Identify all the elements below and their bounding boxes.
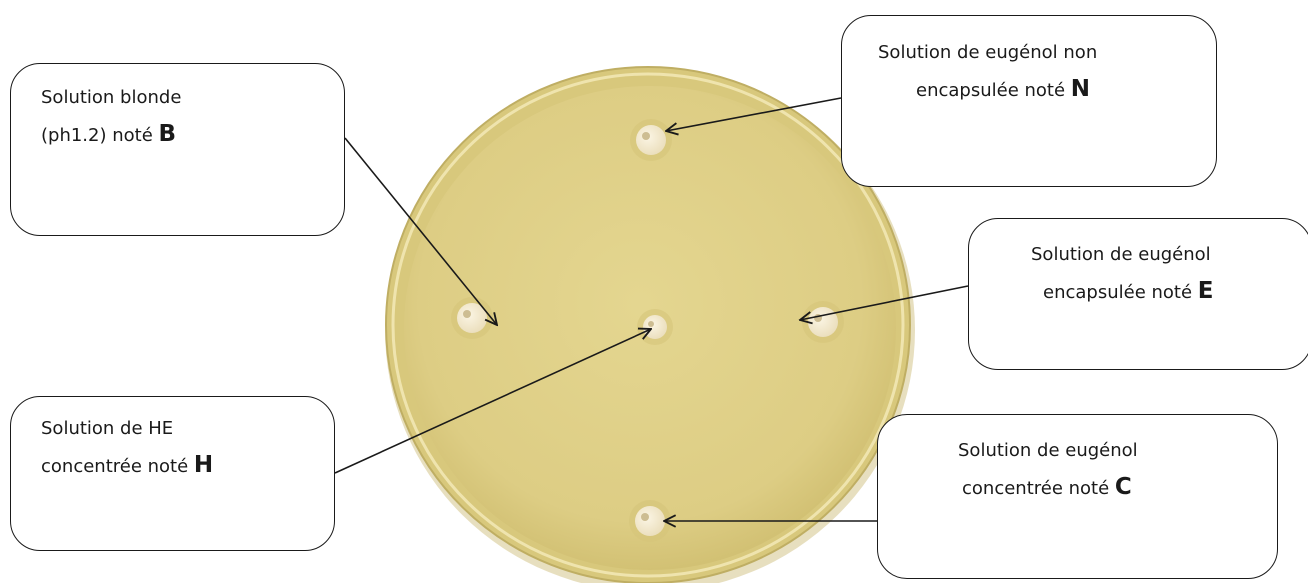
label-box-n: Solution de eugénol non encapsulée noté … <box>841 15 1217 187</box>
disc-h-pellet <box>643 315 667 339</box>
label-b-prefix: (ph1.2) noté <box>41 125 159 146</box>
disc-e <box>802 301 844 343</box>
label-h-letter: H <box>194 452 213 478</box>
disc-h-dot <box>648 321 654 327</box>
label-n-prefix: encapsulée noté <box>916 80 1071 101</box>
disc-n-dot <box>642 132 650 140</box>
disc-e-pellet <box>808 307 838 337</box>
label-n-line2: encapsulée noté N <box>878 71 1216 109</box>
label-e-line1: Solution de eugénol <box>1031 237 1308 273</box>
label-h-line1: Solution de HE <box>41 411 334 447</box>
label-c-letter: C <box>1115 474 1132 500</box>
label-n-line1: Solution de eugénol non <box>878 35 1216 71</box>
label-b-letter: B <box>159 121 177 147</box>
label-box-b: Solution blonde (ph1.2) noté B <box>10 63 345 236</box>
disc-h <box>637 309 673 345</box>
label-n-letter: N <box>1071 76 1090 102</box>
label-c-line1: Solution de eugénol <box>958 433 1277 469</box>
label-box-h: Solution de HE concentrée noté H <box>10 396 335 551</box>
disc-b-dot <box>463 310 471 318</box>
disc-n <box>630 119 672 161</box>
disc-c-pellet <box>635 506 665 536</box>
label-b-line1: Solution blonde <box>41 80 344 116</box>
label-e-letter: E <box>1198 278 1214 304</box>
label-c-line2: concentrée noté C <box>958 469 1277 507</box>
label-h-prefix: concentrée noté <box>41 456 194 477</box>
disc-b <box>451 297 493 339</box>
label-b-line2: (ph1.2) noté B <box>41 116 344 154</box>
label-c-prefix: concentrée noté <box>962 478 1115 499</box>
label-e-line2: encapsulée noté E <box>1031 273 1308 311</box>
disc-c-dot <box>641 513 649 521</box>
disc-n-pellet <box>636 125 666 155</box>
label-h-line2: concentrée noté H <box>41 447 334 485</box>
label-box-e: Solution de eugénol encapsulée noté E <box>968 218 1308 370</box>
label-box-c: Solution de eugénol concentrée noté C <box>877 414 1278 579</box>
label-e-prefix: encapsulée noté <box>1043 282 1198 303</box>
